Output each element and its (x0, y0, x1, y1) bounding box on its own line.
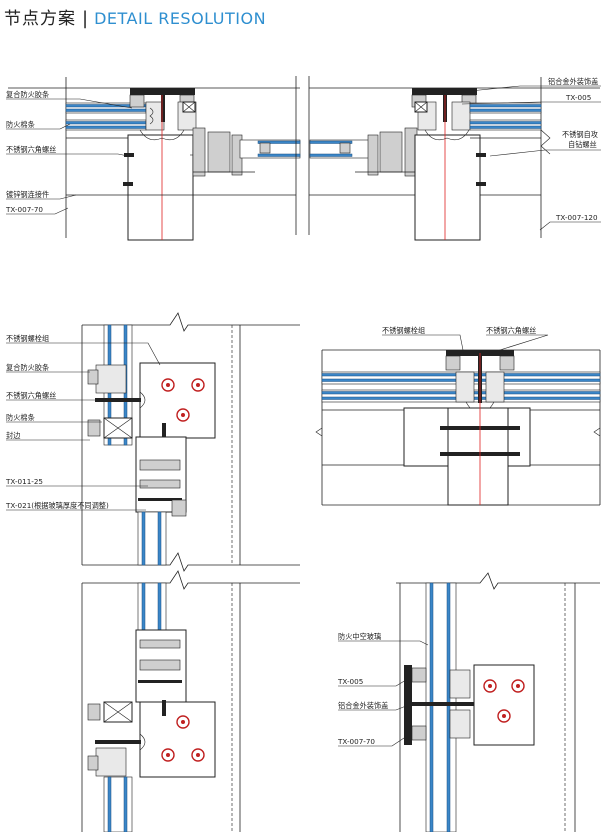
label-tl-5: TX-007-70 (5, 205, 43, 214)
label-ml-2: 复合防火胶条 (6, 363, 49, 372)
label-mr-2: 不锈钢六角螺丝 (486, 326, 536, 335)
label-ml-3: 不锈钢六角螺丝 (6, 391, 56, 400)
detail-bottom-right: 防火中空玻璃 TX-005 铝合金外装饰盖 TX-007-70 (337, 572, 600, 832)
detail-bottom-left (81, 570, 300, 832)
label-br-2: TX-005 (337, 677, 363, 686)
label-tr-2: TX-005 (565, 93, 591, 102)
title-separator: | (82, 8, 89, 29)
label-ml-5: 封边 (6, 431, 20, 440)
label-ml-4: 防火棉条 (6, 413, 35, 422)
label-br-1: 防火中空玻璃 (338, 632, 381, 641)
page-header: 节点方案 | DETAIL RESOLUTION (4, 4, 267, 29)
label-tl-3: 不锈钢六角螺丝 (6, 145, 56, 154)
label-tr-5: TX-007-120 (555, 213, 598, 222)
detail-top-left: 复合防火胶条 防火棉条 不锈钢六角螺丝 镀锌钢连接件 TX-007-70 (5, 76, 301, 241)
page-title-en: DETAIL RESOLUTION (94, 9, 267, 28)
label-ml-7: TX-021(根据玻璃厚度不同调整) (5, 501, 109, 510)
label-tl-2: 防火棉条 (6, 120, 35, 129)
label-br-3: 铝合金外装饰盖 (338, 701, 388, 710)
label-br-4: TX-007-70 (337, 737, 375, 746)
detail-middle-left: 不锈钢螺栓组 复合防火胶条 不锈钢六角螺丝 防火棉条 封边 TX-011-25 … (5, 312, 300, 572)
label-ml-1: 不锈钢螺栓组 (6, 334, 49, 343)
label-tr-4: 自钻螺丝 (568, 140, 597, 149)
detail-top-right: 铝合金外装饰盖 TX-005 不锈钢自攻 自钻螺丝 TX-007-120 (308, 76, 601, 241)
label-tr-3: 不锈钢自攻 (562, 130, 598, 139)
label-mr-1: 不锈钢螺栓组 (382, 326, 425, 335)
label-tr-1: 铝合金外装饰盖 (548, 77, 598, 86)
page-title-zh: 节点方案 (4, 9, 76, 29)
label-ml-6: TX-011-25 (5, 477, 43, 486)
detail-middle-right: 不锈钢螺栓组 不锈钢六角螺丝 (315, 326, 601, 506)
label-tl-1: 复合防火胶条 (6, 90, 49, 99)
label-tl-4: 镀锌钢连接件 (6, 190, 49, 199)
